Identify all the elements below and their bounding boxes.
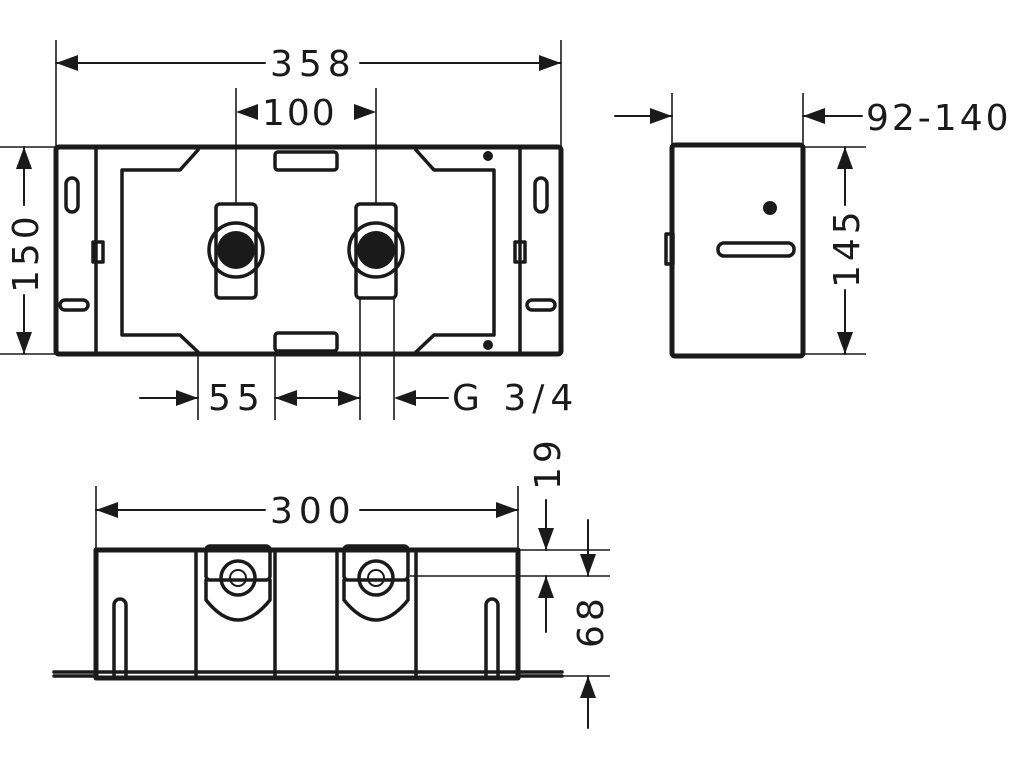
front-view: 358 100 150 55 G 3/4 [0,40,579,420]
valve-left-top [204,544,272,622]
dim-thread-label: G 3/4 [452,378,579,419]
side-view: 92-140 145 [614,93,1012,359]
valve-right [347,202,405,300]
dim-358-label: 358 [270,44,357,85]
dim-100-label: 100 [262,93,337,134]
dim-19-label: 19 [528,436,569,490]
dim-55-label: 55 [208,378,266,419]
dim-68-label: 68 [571,594,612,648]
top-view: 300 19 68 [52,436,612,729]
front-view-outline [53,144,564,357]
dim-150-label: 150 [6,212,47,293]
valve-left [207,202,265,300]
front-view-inner-frame [94,145,522,356]
dim-300-label: 300 [270,491,357,532]
dim-145-label: 145 [827,207,868,288]
top-view-outline [93,547,521,681]
valve-right-top [342,544,410,622]
side-view-outline [669,142,806,359]
dim-92-140-label: 92-140 [866,98,1012,139]
